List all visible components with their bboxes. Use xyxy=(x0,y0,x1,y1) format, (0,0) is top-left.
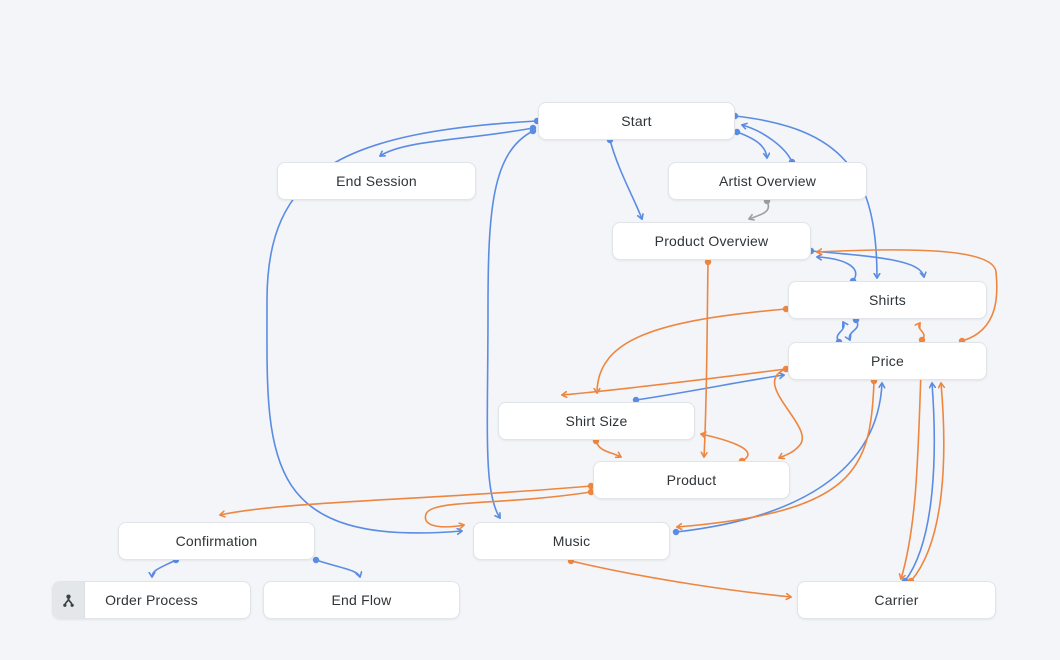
edge-product-overview-to-product xyxy=(704,261,709,457)
node-label: Shirts xyxy=(869,292,906,308)
node-label: Music xyxy=(552,533,591,549)
subflow-icon xyxy=(63,594,74,607)
edge-price-to-product xyxy=(773,368,803,458)
edge-source-handle xyxy=(704,258,712,266)
edge-confirmation-to-end-flow xyxy=(315,559,360,577)
node-carrier[interactable]: Carrier xyxy=(797,581,996,619)
edge-product-to-shirt-size xyxy=(701,434,749,462)
edge-music-to-carrier xyxy=(570,560,791,597)
edge-confirmation-to-order-process xyxy=(152,559,177,577)
node-label: Product xyxy=(666,472,717,488)
edge-shirt-size-to-product xyxy=(595,440,621,457)
edge-source-handle xyxy=(672,528,680,536)
node-shirt-size[interactable]: Shirt Size xyxy=(498,402,695,440)
edge-start-to-music xyxy=(266,120,538,533)
edge-carrier-to-price xyxy=(904,383,934,582)
node-label: Shirt Size xyxy=(565,413,628,429)
edge-product-to-confirmation xyxy=(220,485,592,515)
edge-start-to-product-overview xyxy=(609,139,642,219)
node-label: End Session xyxy=(336,173,417,189)
node-end-flow[interactable]: End Flow xyxy=(263,581,460,619)
node-label: End Flow xyxy=(331,592,392,608)
edge-product-to-music xyxy=(424,491,592,527)
node-end-session[interactable]: End Session xyxy=(277,162,476,200)
edge-source-handle xyxy=(529,127,537,135)
node-label: Carrier xyxy=(874,592,919,608)
edge-start-to-artist-overview xyxy=(736,131,767,158)
edge-price-to-carrier xyxy=(901,370,922,579)
node-confirmation[interactable]: Confirmation xyxy=(118,522,315,560)
edge-product-overview-to-shirts xyxy=(810,250,924,277)
node-product[interactable]: Product xyxy=(593,461,790,499)
edge-shirts-to-shirt-size xyxy=(597,308,787,393)
node-music[interactable]: Music xyxy=(473,522,670,560)
edge-price-to-music xyxy=(677,380,875,527)
node-order-process[interactable]: Order Process xyxy=(52,581,251,619)
edge-source-handle xyxy=(312,556,320,564)
node-product-overview[interactable]: Product Overview xyxy=(612,222,811,260)
edge-shirt-size-to-price xyxy=(635,375,784,401)
node-artist-overview[interactable]: Artist Overview xyxy=(668,162,867,200)
edge-carrier-to-price xyxy=(910,383,944,582)
edge-source-handle xyxy=(632,396,640,404)
node-label: Artist Overview xyxy=(718,173,817,189)
edge-shirts-to-product-overview xyxy=(817,257,857,282)
node-label: Product Overview xyxy=(654,233,769,249)
node-icon-chip xyxy=(53,582,85,618)
edge-start-to-end-session xyxy=(380,127,534,156)
edge-source-handle xyxy=(782,365,790,373)
edge-music-to-price xyxy=(675,383,882,533)
edge-source-handle xyxy=(587,482,595,490)
edge-source-handle xyxy=(918,336,926,344)
edge-price-to-shirt-size xyxy=(562,368,787,395)
node-price[interactable]: Price xyxy=(788,342,987,380)
edge-source-handle xyxy=(733,128,741,136)
node-label: Order Process xyxy=(105,592,198,608)
node-label: Start xyxy=(621,113,652,129)
node-start[interactable]: Start xyxy=(538,102,735,140)
edge-source-handle xyxy=(782,305,790,313)
edge-artist-overview-to-start xyxy=(742,125,793,163)
edge-start-to-shirts xyxy=(734,115,877,278)
edge-price-to-product-overview xyxy=(817,250,998,342)
edge-source-handle xyxy=(587,488,595,496)
edge-start-to-music xyxy=(486,130,534,518)
node-label: Confirmation xyxy=(175,533,258,549)
node-label: Price xyxy=(871,353,904,369)
node-shirts[interactable]: Shirts xyxy=(788,281,987,319)
